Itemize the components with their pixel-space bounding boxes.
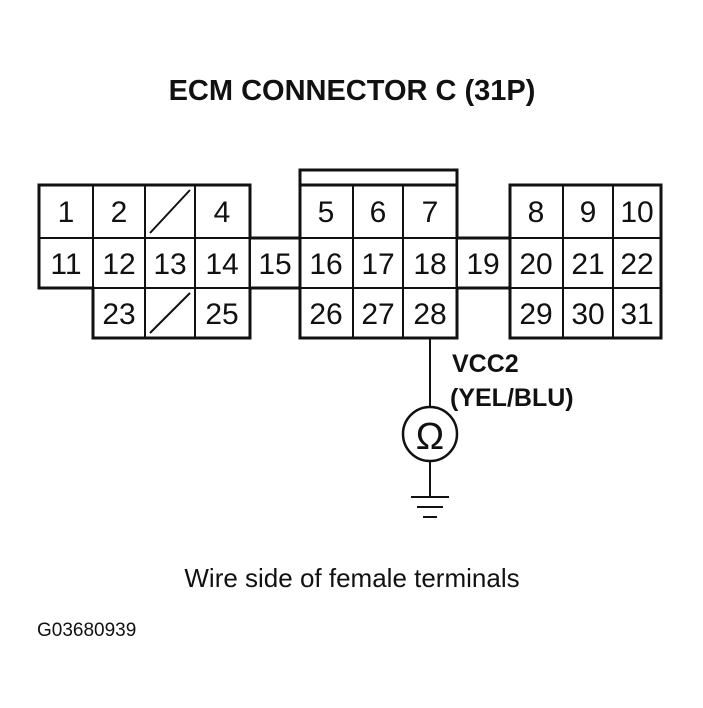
terminal-label-10: 10 bbox=[620, 196, 653, 229]
terminal-label-6: 6 bbox=[370, 196, 387, 229]
terminal-label-9: 9 bbox=[580, 196, 597, 229]
terminal-cell-30 bbox=[562, 287, 614, 339]
terminal-label-8: 8 bbox=[528, 196, 545, 229]
signal-label: VCC2 bbox=[452, 350, 519, 378]
right-block-outline bbox=[508, 183, 663, 340]
terminal-label-20: 20 bbox=[519, 248, 552, 281]
left-block-outline bbox=[37, 183, 252, 340]
terminal-cell-15 bbox=[249, 237, 301, 289]
terminal-label-11: 11 bbox=[50, 248, 81, 281]
diagram-title: ECM CONNECTOR C (31P) bbox=[169, 75, 536, 107]
terminal-label-16: 16 bbox=[309, 248, 342, 281]
connector-block-right bbox=[508, 183, 663, 340]
unused-slash-3 bbox=[149, 189, 191, 234]
terminal-label-12: 12 bbox=[102, 248, 135, 281]
terminal-cell-28 bbox=[402, 287, 458, 339]
center-lock-tab bbox=[298, 168, 459, 187]
unused-slash-24 bbox=[149, 292, 191, 334]
terminal-label-18: 18 bbox=[413, 248, 446, 281]
terminal-label-22: 22 bbox=[620, 248, 653, 281]
terminal-label-30: 30 bbox=[571, 298, 604, 331]
terminal-label-5: 5 bbox=[318, 196, 335, 229]
terminal-cell-6 bbox=[352, 184, 404, 239]
terminal-label-21: 21 bbox=[571, 248, 604, 281]
terminal-cell-9 bbox=[562, 184, 614, 239]
terminal-label-29: 29 bbox=[519, 298, 552, 331]
terminal-label-28: 28 bbox=[413, 298, 446, 331]
terminal-cell-5 bbox=[299, 184, 354, 239]
ohm-symbol: Ω bbox=[416, 416, 444, 458]
terminal-label-17: 17 bbox=[361, 248, 394, 281]
terminal-cell-27 bbox=[352, 287, 404, 339]
ground-icon bbox=[411, 496, 449, 518]
terminal-cell-21 bbox=[562, 237, 614, 289]
terminal-label-25: 25 bbox=[205, 298, 238, 331]
terminal-label-7: 7 bbox=[422, 196, 439, 229]
terminal-label-2: 2 bbox=[111, 196, 128, 229]
figure-code: G03680939 bbox=[37, 620, 136, 641]
wire-color-label: (YEL/BLU) bbox=[450, 384, 574, 412]
terminal-label-14: 14 bbox=[205, 248, 238, 281]
terminal-numbers: 1 2 4 5 6 7 8 9 10 11 12 13 14 15 16 17 … bbox=[50, 196, 653, 331]
terminal-label-27: 27 bbox=[361, 298, 394, 331]
terminal-label-4: 4 bbox=[214, 196, 231, 229]
diagram-caption: Wire side of female terminals bbox=[184, 563, 519, 593]
terminal-label-19: 19 bbox=[466, 248, 499, 281]
terminal-label-13: 13 bbox=[153, 248, 186, 281]
connector-block-left bbox=[37, 183, 252, 340]
terminal-label-23: 23 bbox=[102, 298, 135, 331]
terminal-label-15: 15 bbox=[258, 248, 291, 281]
terminal-cell-22 bbox=[612, 237, 662, 289]
terminal-label-31: 31 bbox=[620, 298, 653, 331]
terminal-label-1: 1 bbox=[58, 196, 75, 229]
terminal-label-26: 26 bbox=[309, 298, 342, 331]
